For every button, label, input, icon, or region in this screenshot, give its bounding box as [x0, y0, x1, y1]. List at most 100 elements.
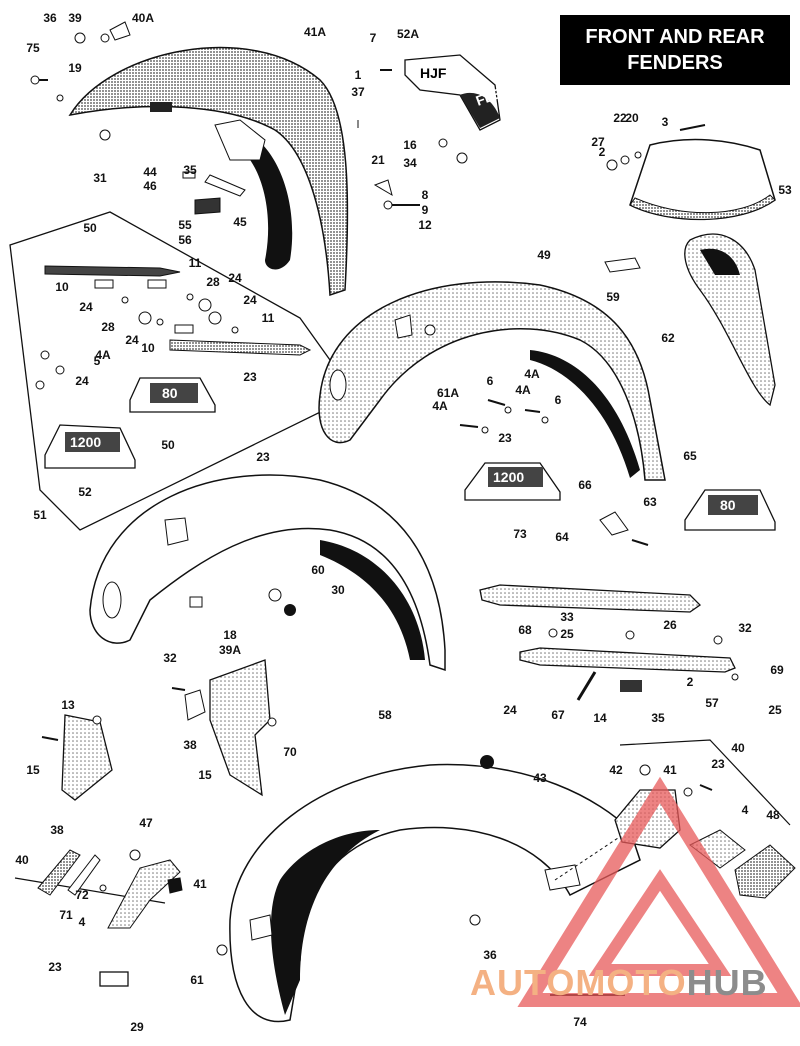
front-fender-hardware	[30, 21, 420, 215]
watermark-part-1: AUTOMOTO	[470, 962, 687, 1003]
callout-label: 2	[686, 675, 694, 689]
callout-label: 15	[26, 763, 40, 777]
rail-67	[519, 628, 739, 701]
rear-fender-43	[216, 755, 641, 1023]
callout-label: 8	[421, 188, 429, 202]
callout-label: 74	[573, 1015, 587, 1029]
callout-label: 7	[369, 31, 377, 45]
callout-label: 30	[331, 583, 345, 597]
emblem-66-text: 80	[720, 497, 736, 513]
callout-label: 26	[663, 618, 677, 632]
callout-label: 1	[354, 68, 362, 82]
callout-label: 24	[125, 333, 139, 347]
callout-label: 22	[613, 111, 627, 125]
callout-label: 41A	[303, 25, 327, 39]
rear-fender-tip-61a	[604, 233, 776, 407]
plate-left-text: HJF	[420, 65, 447, 81]
title-line-1: FRONT AND REAR	[585, 26, 765, 48]
callout-label: 4	[741, 803, 749, 817]
rear-fender-hardware	[459, 399, 549, 434]
callout-label: 4	[78, 915, 86, 929]
callout-label: 24	[503, 703, 517, 717]
callout-label: 68	[518, 623, 532, 637]
callout-label: 50	[161, 438, 175, 452]
callout-label: 48	[766, 808, 780, 822]
diagram-title: FRONT AND REAR FENDERS	[560, 15, 790, 85]
callout-label: 40	[731, 741, 745, 755]
callout-label: 67	[551, 708, 565, 722]
rear-fender-59	[318, 281, 666, 481]
callout-label: 38	[183, 738, 197, 752]
callout-label: 41	[663, 763, 677, 777]
callout-label: 45	[233, 215, 247, 229]
flap-58	[41, 714, 113, 801]
callout-label: 39	[68, 11, 82, 25]
callout-label: 35	[651, 711, 665, 725]
callout-label: 72	[75, 888, 89, 902]
title-line-2: FENDERS	[627, 52, 723, 74]
callout-label: 28	[206, 275, 220, 289]
callout-label: 11	[188, 256, 202, 270]
callout-label: 53	[778, 183, 792, 197]
callout-label: 75	[26, 41, 40, 55]
callout-label: 14	[593, 711, 607, 725]
callout-label: 36	[483, 948, 497, 962]
clip-63-64	[599, 511, 649, 546]
callout-label: 25	[560, 627, 574, 641]
callout-label: 65	[683, 449, 697, 463]
callout-label: 23	[498, 431, 512, 445]
callout-label: 62	[661, 331, 675, 345]
callout-label: 47	[139, 816, 153, 830]
callout-label: 5	[93, 354, 101, 368]
callout-label: 3	[661, 115, 669, 129]
callout-label: 35	[183, 163, 197, 177]
kit-61-parts	[37, 849, 183, 987]
callout-label: 52	[78, 485, 92, 499]
callout-label: 66	[578, 478, 592, 492]
callout-label: 24	[75, 374, 89, 388]
callout-label: 40	[15, 853, 29, 867]
callout-label: 6	[486, 374, 494, 388]
callout-label: 46	[143, 179, 157, 193]
mud-flap-53	[606, 124, 776, 221]
callout-label: 24	[228, 271, 242, 285]
callout-label: 13	[61, 698, 75, 712]
callout-label: 40A	[131, 11, 155, 25]
front-fender-41a	[68, 46, 349, 297]
callout-label: 59	[606, 290, 620, 304]
callout-label: 25	[768, 703, 782, 717]
callout-label: 37	[351, 85, 365, 99]
callout-label: 38	[50, 823, 64, 837]
callout-label: 21	[371, 153, 385, 167]
callout-label: 61A	[436, 386, 460, 400]
callout-label: 71	[59, 908, 73, 922]
callout-label: 28	[101, 320, 115, 334]
callout-label: 32	[163, 651, 177, 665]
callout-label: 58	[378, 708, 392, 722]
callout-label: 24	[79, 300, 93, 314]
callout-label: 9	[421, 203, 429, 217]
watermark-part-2: HUB	[686, 962, 768, 1003]
callout-label: 49	[537, 248, 551, 262]
callout-label: 61	[190, 973, 204, 987]
callout-label: 4A	[515, 383, 531, 397]
callout-label: 70	[283, 745, 297, 759]
emblem-52-text: 80	[162, 385, 178, 401]
callout-label: 64	[555, 530, 569, 544]
watermark-logo	[517, 776, 800, 1007]
callout-label: 6	[554, 393, 562, 407]
callout-label: 41	[193, 877, 207, 891]
callout-label: 10	[55, 280, 69, 294]
callout-label: 36	[43, 11, 57, 25]
callout-label: 60	[311, 563, 325, 577]
callout-label: 29	[130, 1020, 144, 1034]
callout-label: 2	[598, 145, 606, 159]
callout-label: 23	[243, 370, 257, 384]
callout-label: 63	[643, 495, 657, 509]
callout-label: 18	[223, 628, 237, 642]
kit-42-outline	[619, 739, 791, 826]
callout-label: 24	[243, 293, 257, 307]
callout-label: 27	[591, 135, 605, 149]
